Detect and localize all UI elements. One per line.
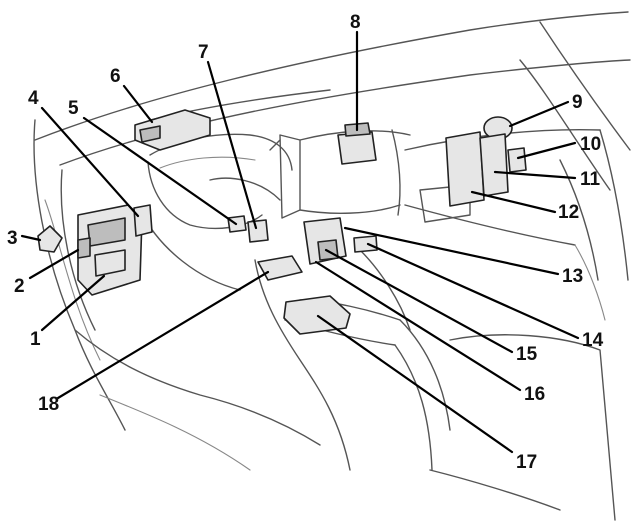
callout-18: 18 (38, 394, 59, 415)
callout-6: 6 (110, 66, 121, 87)
callout-3: 3 (7, 228, 18, 249)
leader-line-10 (516, 141, 577, 160)
callout-12: 12 (558, 202, 579, 223)
leader-line-17 (316, 314, 514, 454)
callout-5: 5 (68, 98, 79, 119)
loose-bracket-part (37, 225, 63, 253)
callout-17: 17 (516, 452, 537, 473)
callout-7: 7 (198, 42, 209, 63)
right-relay-part (507, 147, 527, 173)
centre-small-connector (353, 235, 378, 253)
leader-line-4 (40, 106, 140, 218)
leader-line-13 (343, 226, 560, 276)
leader-line-7 (206, 60, 258, 230)
leader-line-9 (508, 100, 570, 128)
callout-1: 1 (30, 329, 41, 350)
centre-top-unit (337, 131, 377, 165)
console-module-part (283, 295, 351, 335)
leader-line-14 (366, 242, 580, 340)
callout-15: 15 (516, 344, 538, 365)
callout-9: 9 (572, 92, 583, 113)
right-ecu-small (479, 133, 509, 197)
right-ecu-large (445, 131, 485, 207)
leader-line-16 (314, 260, 522, 392)
callout-2: 2 (14, 276, 25, 297)
leader-line-11 (493, 170, 577, 180)
leader-line-5 (82, 116, 238, 226)
leader-line-6 (122, 84, 154, 124)
leader-line-18 (56, 270, 270, 400)
callout-10: 10 (580, 134, 601, 155)
components (37, 109, 527, 335)
callout-8: 8 (350, 12, 361, 33)
leader-lines (20, 30, 580, 454)
leader-line-1 (40, 274, 106, 332)
upper-ecu-connector (139, 125, 161, 143)
callout-16: 16 (524, 384, 545, 405)
column-relay-part (247, 219, 269, 243)
junction-block-relay (94, 249, 126, 277)
callout-13: 13 (562, 266, 583, 287)
leader-line-3 (20, 234, 42, 242)
leader-line-12 (470, 190, 557, 214)
side-connector-part (77, 237, 91, 259)
callout-14: 14 (582, 330, 604, 351)
lower-centre-box (257, 255, 303, 281)
callout-4: 4 (28, 88, 39, 109)
upper-connector-part (133, 204, 153, 237)
leader-line-15 (324, 248, 514, 354)
callout-11: 11 (580, 169, 601, 190)
leader-line-2 (28, 248, 80, 280)
callout-numbers: 1 2 3 4 5 6 7 8 9 10 11 12 13 14 15 16 1… (7, 12, 604, 473)
